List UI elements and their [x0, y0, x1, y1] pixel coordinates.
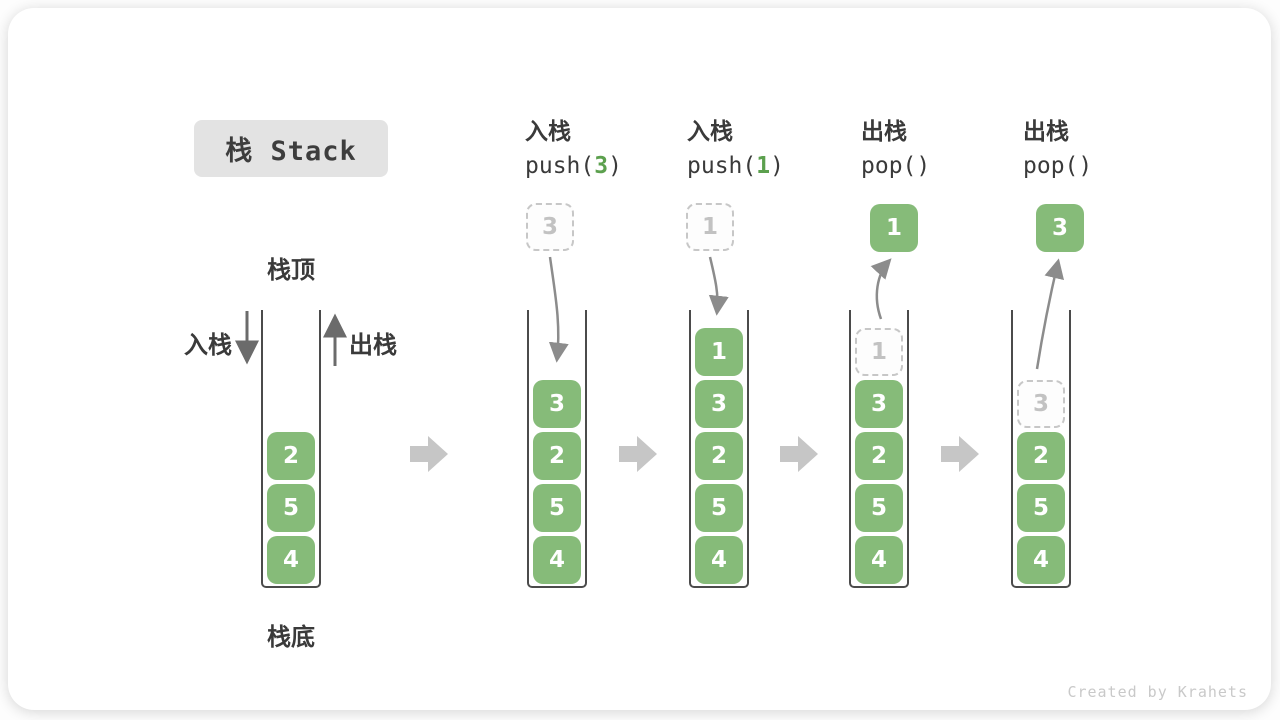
- stack-cell: 4: [267, 536, 315, 584]
- next-step-arrow-icon: [941, 436, 979, 472]
- stack-cell: 1: [695, 328, 743, 376]
- stack-cell: 4: [1017, 536, 1065, 584]
- code-pre: pop(: [1023, 153, 1079, 179]
- stack-cell: 4: [533, 536, 581, 584]
- code-close: ): [1078, 153, 1093, 179]
- stack-cell: 5: [695, 484, 743, 532]
- credit-text: Created by Krahets: [1067, 683, 1248, 701]
- op-label: 出栈: [1023, 119, 1069, 145]
- push-side-label: 入栈: [184, 331, 232, 359]
- next-step-arrow-icon: [780, 436, 818, 472]
- pop-side-label: 出栈: [349, 331, 397, 359]
- stack-cell: 2: [533, 432, 581, 480]
- stack-cell: 2: [1017, 432, 1065, 480]
- code-arg: 3: [594, 153, 609, 179]
- stack-cell: 2: [267, 432, 315, 480]
- stack-cell: 4: [695, 536, 743, 584]
- stack-top-label: 栈顶: [267, 256, 315, 284]
- op-label: 入栈: [687, 119, 733, 145]
- stack-cell: 4: [855, 536, 903, 584]
- op-code: push(1): [687, 153, 784, 179]
- op-label: 入栈: [525, 119, 571, 145]
- code-pre: push(: [687, 153, 757, 179]
- popped-element-box: 1: [870, 204, 918, 252]
- step-header-push-1: 入栈 push(1): [687, 112, 784, 179]
- code-arg: 1: [756, 153, 771, 179]
- diagram-title: 栈 Stack: [194, 120, 388, 177]
- next-step-arrow-icon: [619, 436, 657, 472]
- code-pre: pop(: [861, 153, 917, 179]
- stack-cell: 2: [855, 432, 903, 480]
- step-header-push-3: 入栈 push(3): [525, 112, 622, 179]
- diagram-card: 栈 Stack 栈顶 栈底 入栈 出栈 入栈 push(3) 入栈 push(1…: [8, 8, 1271, 710]
- push-arrow-icon: [708, 256, 729, 316]
- stack-cell: 5: [1017, 484, 1065, 532]
- stack-bottom-label: 栈底: [267, 623, 315, 651]
- step-header-pop-3: 出栈 pop(): [1023, 112, 1092, 179]
- next-step-arrow-icon: [410, 436, 448, 472]
- op-code: pop(): [861, 153, 930, 179]
- op-code: pop(): [1023, 153, 1092, 179]
- stack-cell: 2: [695, 432, 743, 480]
- stack-cell: 3: [695, 380, 743, 428]
- op-code: push(3): [525, 153, 622, 179]
- incoming-element-box: 1: [686, 203, 734, 251]
- ghost-cell: 1: [855, 328, 903, 376]
- popped-element-box: 3: [1036, 204, 1084, 252]
- stack-cell: 5: [267, 484, 315, 532]
- code-close: ): [608, 153, 622, 179]
- step-header-pop-1: 出栈 pop(): [861, 112, 930, 179]
- code-close: ): [916, 153, 931, 179]
- code-close: ): [770, 153, 784, 179]
- stack-cell: 3: [533, 380, 581, 428]
- stack-cell: 3: [855, 380, 903, 428]
- code-pre: push(: [525, 153, 595, 179]
- incoming-element-box: 3: [526, 203, 574, 251]
- stack-cell: 5: [855, 484, 903, 532]
- stack-cell: 5: [533, 484, 581, 532]
- op-label: 出栈: [861, 119, 907, 145]
- ghost-cell: 3: [1017, 380, 1065, 428]
